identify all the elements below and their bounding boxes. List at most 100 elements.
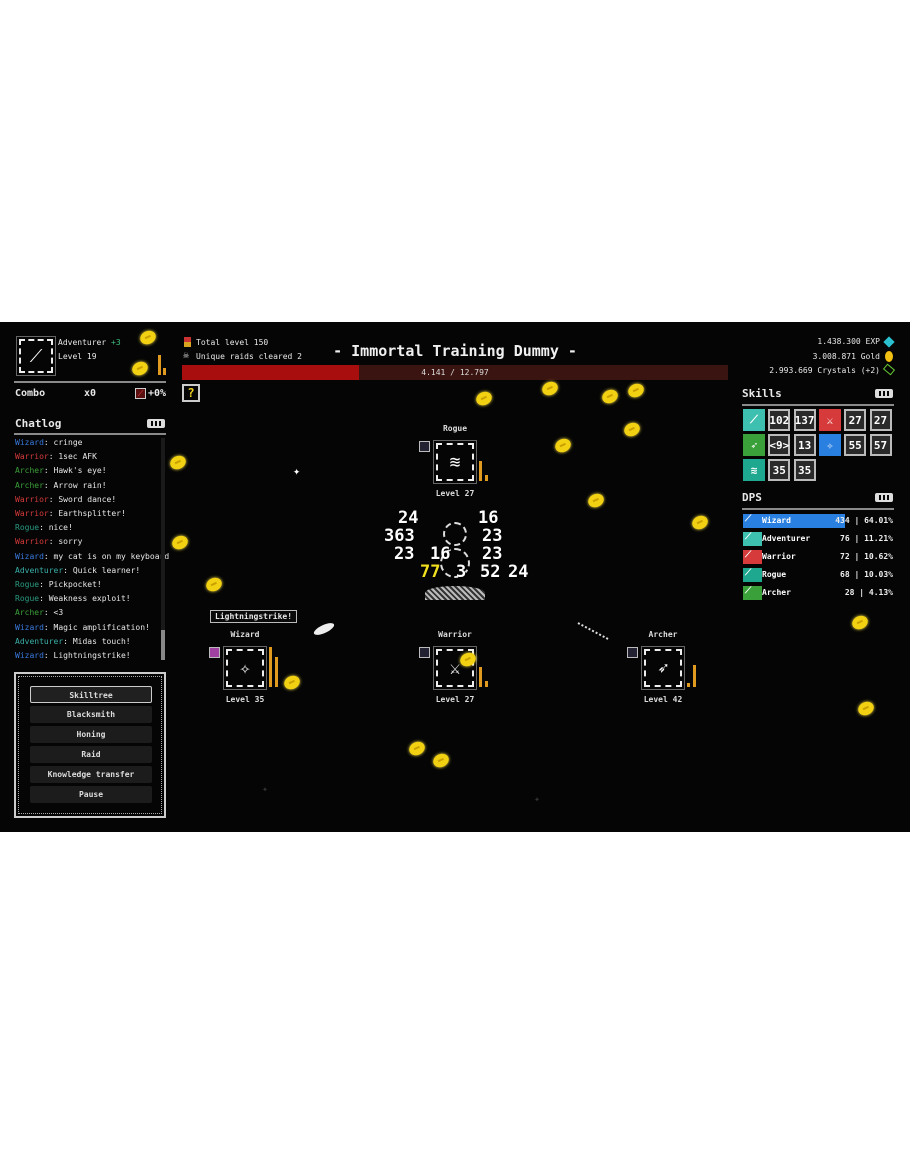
skill-cooldown[interactable]: <9> <box>768 434 791 456</box>
scrollbar-thumb[interactable] <box>161 630 165 660</box>
party-level: Level 35 <box>225 695 265 704</box>
equipped-item-icon[interactable] <box>419 647 430 658</box>
chatlog-scrollbar[interactable] <box>161 438 165 660</box>
skill-cooldown[interactable]: 27 <box>869 409 892 431</box>
chat-author: Archer <box>15 608 44 618</box>
dps-class-icon: ⟋ <box>745 532 752 542</box>
chatlog-toggle-icon[interactable] <box>147 419 165 428</box>
gold-coin-icon[interactable] <box>170 533 190 552</box>
gold-coin-icon[interactable] <box>622 420 642 439</box>
chat-separator: : <box>43 480 54 490</box>
menu-button-knowledge-transfer[interactable]: Knowledge transfer <box>30 766 152 783</box>
chat-separator: : <box>39 523 49 533</box>
party-member-warrior[interactable]: ⚔ <box>433 646 477 690</box>
star-sparkle-icon: ✦ <box>293 464 301 478</box>
gold-coin-icon[interactable] <box>204 575 224 594</box>
dps-value: 72 | 10.62% <box>840 552 893 561</box>
chat-author: Rogue <box>15 594 40 604</box>
star-sparkle-icon: ✦ <box>534 794 541 805</box>
menu-button-pause[interactable]: Pause <box>30 786 152 803</box>
help-question-icon[interactable]: ? <box>182 384 200 402</box>
gold-coin-icon[interactable] <box>282 673 302 692</box>
gold-coin-icon[interactable] <box>850 613 870 632</box>
dummy-head-icon <box>443 522 467 546</box>
dps-toggle-icon[interactable] <box>875 493 893 502</box>
gold-coin-icon[interactable] <box>431 751 451 770</box>
skill-cooldown[interactable]: 27 <box>844 409 867 431</box>
gold-coin-icon[interactable] <box>138 328 158 347</box>
gold-coin-icon[interactable] <box>856 699 876 718</box>
menu-button-honing[interactable]: Honing <box>30 726 152 743</box>
archer-bow-icon[interactable]: ➶ <box>743 434 765 456</box>
chat-author: Adventurer <box>15 636 64 646</box>
rogue-claw-icon[interactable]: ≋ <box>743 459 765 481</box>
menu-box <box>14 672 166 818</box>
skill-cooldown[interactable]: 55 <box>844 434 867 456</box>
cooldown-bar <box>693 665 696 687</box>
skill-cooldown[interactable]: 35 <box>793 459 816 481</box>
dps-value: 76 | 11.21% <box>840 534 893 543</box>
player-portrait[interactable]: ⟋ <box>16 336 56 376</box>
chat-author: Warrior <box>15 509 49 518</box>
gold-coin-icon[interactable] <box>540 379 560 398</box>
chat-text: Hawk's eye! <box>53 466 107 476</box>
xp-bar-2 <box>163 368 166 375</box>
equipped-item-icon[interactable] <box>627 647 638 658</box>
gold-coin-icon[interactable] <box>407 739 427 758</box>
training-dummy[interactable] <box>425 512 485 602</box>
chat-author: Wizard <box>15 551 44 561</box>
warrior-sword-icon[interactable]: ⚔ <box>818 409 841 431</box>
equipped-item-icon[interactable] <box>209 647 220 658</box>
skills-toggle-icon[interactable] <box>875 389 893 398</box>
combo-bonus: +0% <box>148 388 167 399</box>
skill-cooldown[interactable]: 102 <box>768 409 791 431</box>
dps-bar <box>743 550 762 564</box>
gold-coin-icon[interactable] <box>474 389 494 408</box>
chat-separator: : <box>63 565 73 575</box>
adventurer-skill-icon[interactable]: ⟋ <box>743 409 765 431</box>
equipped-item-icon[interactable] <box>419 441 430 452</box>
chat-message: Warrior: Earthsplitter! <box>15 509 126 518</box>
gold-coin-icon[interactable] <box>586 491 606 510</box>
menu-button-raid[interactable]: Raid <box>30 746 152 763</box>
menu-button-blacksmith[interactable]: Blacksmith <box>30 706 152 723</box>
player-level: Level 19 <box>58 352 97 361</box>
chat-text: Pickpocket! <box>48 580 102 589</box>
chat-message: Adventurer: Quick learner! <box>15 566 140 575</box>
dps-class-icon: ⟋ <box>745 568 752 578</box>
chat-message: Rogue: Pickpocket! <box>15 580 102 589</box>
skill-cooldown[interactable]: 137 <box>793 409 816 431</box>
party-member-archer[interactable]: ➶ <box>641 646 685 690</box>
chat-separator: : <box>39 594 49 604</box>
boss-hp-fill <box>182 365 359 380</box>
dps-class-icon: ⟋ <box>745 586 752 596</box>
skill-cooldown[interactable]: 35 <box>768 459 791 481</box>
gold-coin-icon[interactable] <box>690 513 710 532</box>
gold-coin-icon[interactable] <box>626 381 646 400</box>
skill-cooldown[interactable]: 57 <box>869 434 892 456</box>
party-member-rogue[interactable]: ≋ <box>433 440 477 484</box>
dps-title: DPS <box>742 491 762 504</box>
gold-coin-icon[interactable] <box>600 387 620 406</box>
game-viewport: ⟋ Adventurer +3 Level 19 Combo x0 ⟋ +0% … <box>0 322 910 832</box>
cooldown-bar <box>275 657 278 687</box>
gold-coin-icon[interactable] <box>553 436 573 455</box>
player-bonus: +3 <box>111 338 121 347</box>
gold-coin-icon[interactable] <box>168 453 188 472</box>
chat-author: Rogue <box>15 580 40 589</box>
gold-coin-icon[interactable] <box>130 359 150 378</box>
party-member-wizard[interactable]: ✧ <box>223 646 267 690</box>
damage-number: 24 <box>508 562 529 582</box>
chat-message: Archer: <3 <box>15 608 63 617</box>
menu-button-skilltree[interactable]: Skilltree <box>30 686 152 703</box>
warrior-weapon-icon: ⚔ <box>449 657 461 679</box>
chat-author: Archer <box>15 480 44 490</box>
arrow-projectile-icon <box>577 622 609 640</box>
wizard-staff-icon[interactable]: ✧ <box>818 434 841 456</box>
boss-title: - Immortal Training Dummy - <box>333 342 577 360</box>
divider <box>14 433 166 435</box>
skill-cooldown[interactable]: 13 <box>793 434 816 456</box>
chat-author: Warrior <box>15 494 49 504</box>
chat-author: Adventurer <box>15 565 64 575</box>
